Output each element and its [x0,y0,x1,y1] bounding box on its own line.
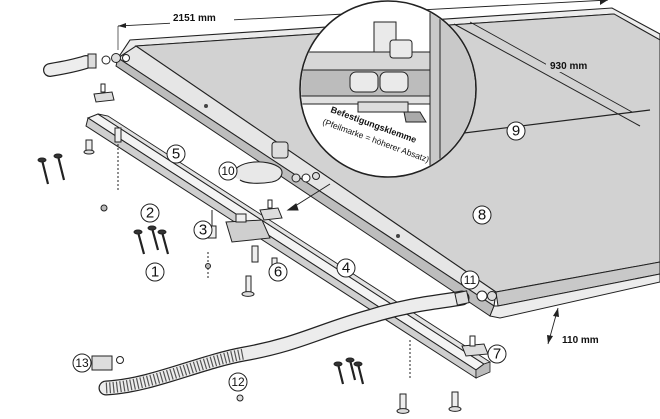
callout-10: 10 [218,161,238,181]
svg-text:8: 8 [478,207,486,224]
svg-text:4: 4 [342,260,350,277]
callout-12: 12 [228,372,248,392]
svg-text:1: 1 [151,264,159,281]
svg-text:13: 13 [75,356,89,370]
callout-11: 11 [460,270,480,290]
fasteners [37,83,497,414]
callout-5: 5 [166,144,186,164]
svg-text:10: 10 [221,164,235,178]
svg-text:9: 9 [512,123,520,140]
svg-text:3: 3 [199,222,207,239]
callout-6: 6 [268,262,288,282]
callout-3: 3 [193,220,213,240]
svg-text:2: 2 [146,205,154,222]
top-hose-stub [43,53,130,77]
callout-8: 8 [472,205,492,225]
flex-hose [98,290,470,396]
callout-7: 7 [487,344,507,364]
detail-magnifier: Befestigungsklemme (Pfeilmarke = höherer… [299,0,477,178]
height-label: 110 mm [562,335,599,346]
svg-text:6: 6 [274,264,282,281]
callout-9: 9 [506,121,526,141]
dimension-height: 110 mm [547,307,599,346]
svg-text:12: 12 [231,375,245,389]
callouts: 1 2 3 4 5 6 7 8 9 10 11 12 13 [72,121,526,392]
callout-13: 13 [72,353,92,373]
callout-1: 1 [145,262,165,282]
width-label: 930 mm [550,61,587,72]
svg-text:7: 7 [493,346,501,363]
svg-text:5: 5 [172,146,180,163]
length-label: 2151 mm [173,13,216,24]
svg-text:11: 11 [464,273,477,287]
dimension-width: 930 mm [469,21,633,113]
callout-4: 4 [336,258,356,278]
callout-2: 2 [140,203,160,223]
